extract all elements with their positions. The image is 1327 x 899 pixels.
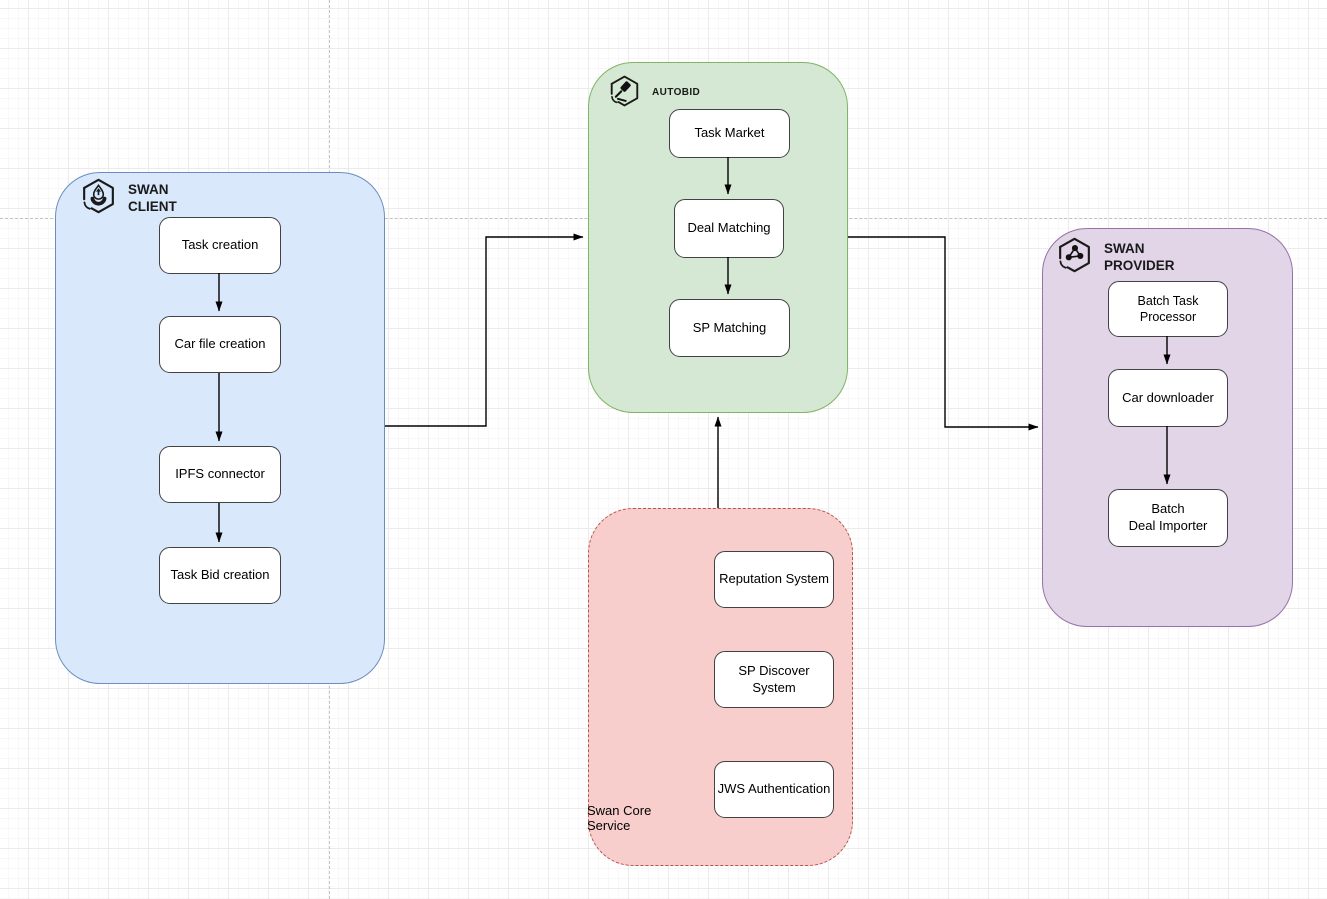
node-car-file-creation[interactable]: Car file creation: [159, 316, 281, 373]
node-task-creation[interactable]: Task creation: [159, 217, 281, 274]
node-deal-matching[interactable]: Deal Matching: [674, 199, 784, 258]
node-ipfs-connector[interactable]: IPFS connector: [159, 446, 281, 503]
node-task-bid-creation[interactable]: Task Bid creation: [159, 547, 281, 604]
container-autobid[interactable]: AUTOBID Task Market Deal Matching SP Mat…: [588, 62, 848, 413]
edge-client-to-autobid[interactable]: [385, 233, 584, 427]
container-swan-client[interactable]: SWAN CLIENT Task creation Car file creat…: [55, 172, 385, 684]
autobid-header: AUTOBID: [608, 74, 700, 113]
swan-provider-network-icon: [1056, 236, 1093, 279]
node-sp-matching[interactable]: SP Matching: [669, 299, 790, 357]
autobid-title: AUTOBID: [652, 87, 701, 99]
node-car-downloader[interactable]: Car downloader: [1108, 369, 1228, 427]
swan-client-header: SWAN CLIENT: [80, 177, 177, 220]
autobid-gavel-icon: [608, 74, 641, 113]
swan-provider-header: SWAN PROVIDER: [1056, 236, 1175, 279]
swan-provider-title: SWAN PROVIDER: [1104, 241, 1175, 273]
edge-autobid-to-provider[interactable]: [848, 236, 1039, 431]
container-swan-core-service[interactable]: Swan Core Service Reputation System SP D…: [587, 508, 853, 866]
node-task-market[interactable]: Task Market: [669, 109, 790, 158]
node-jws-authentication[interactable]: JWS Authentication: [714, 761, 834, 818]
node-batch-deal-importer[interactable]: Batch Deal Importer: [1108, 489, 1228, 547]
swan-client-title: SWAN CLIENT: [128, 182, 177, 214]
node-batch-task-processor[interactable]: Batch Task Processor: [1108, 281, 1228, 337]
swan-core-service-title: Swan Core Service: [587, 803, 652, 834]
node-sp-discover-system[interactable]: SP Discover System: [714, 651, 834, 708]
node-reputation-system[interactable]: Reputation System: [714, 551, 834, 608]
swan-client-logo-icon: [80, 177, 117, 220]
